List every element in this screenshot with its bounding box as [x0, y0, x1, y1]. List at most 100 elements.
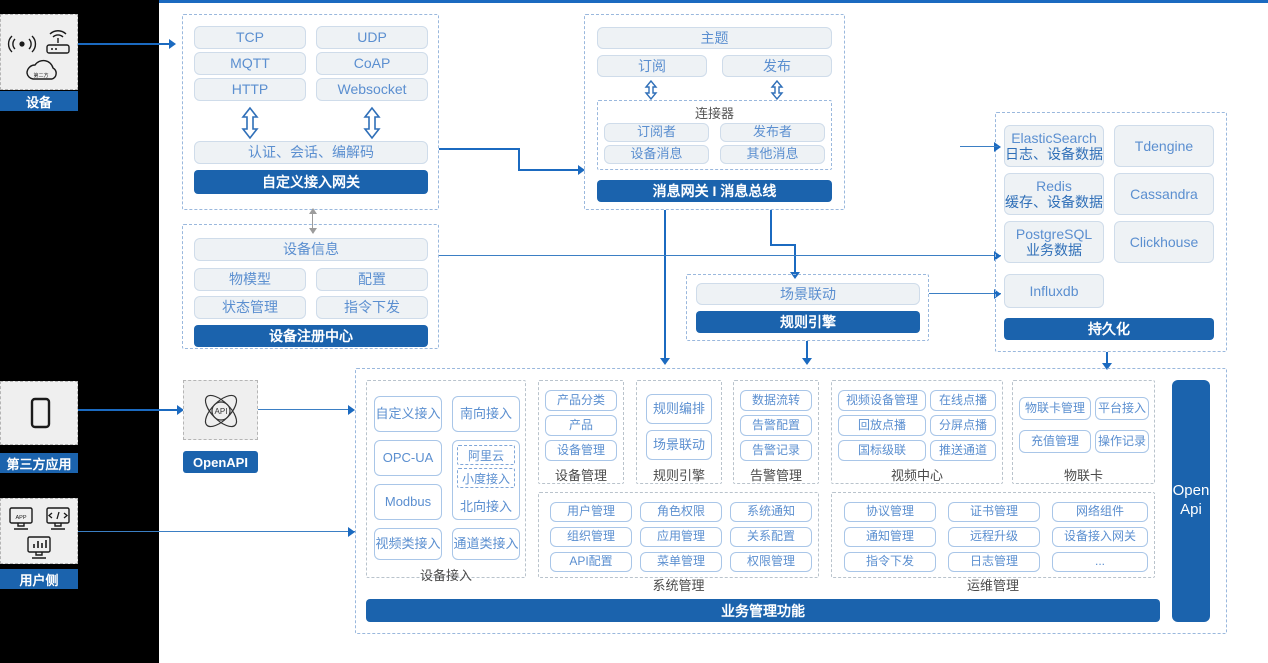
protocol-mqtt[interactable]: MQTT: [194, 52, 306, 75]
bus-subscribe[interactable]: 订阅: [597, 55, 707, 77]
rule-engine-scene[interactable]: 场景联动: [696, 283, 920, 305]
item-operation-record[interactable]: 操作记录: [1095, 430, 1149, 453]
connector-user-to-business: [78, 531, 355, 532]
group-label-device-management: 设备管理: [554, 468, 607, 483]
arrow-openapi-business: [348, 405, 355, 415]
item-custom-access[interactable]: 自定义接入: [374, 396, 442, 432]
item-app-management[interactable]: 应用管理: [640, 527, 722, 547]
arrow-bus-rule: [790, 272, 800, 279]
item-api-config[interactable]: API配置: [550, 552, 632, 572]
bus-topic[interactable]: 主题: [597, 27, 832, 49]
gateway-footer[interactable]: 自定义接入网关: [194, 170, 428, 194]
arrow-persistence-business: [1102, 363, 1112, 370]
business-footer[interactable]: 业务管理功能: [366, 599, 1160, 622]
connector-gateway-bus-h2: [518, 169, 582, 171]
persistence-cassandra[interactable]: Cassandra: [1114, 173, 1214, 215]
item-org-management[interactable]: 组织管理: [550, 527, 632, 547]
item-system-notice[interactable]: 系统通知: [730, 502, 812, 522]
item-relation-config[interactable]: 关系配置: [730, 527, 812, 547]
protocol-http[interactable]: HTTP: [194, 78, 306, 101]
protocol-udp[interactable]: UDP: [316, 26, 428, 49]
persistence-elasticsearch[interactable]: ElasticSearch 日志、设备数据: [1004, 125, 1104, 167]
arrow-registry-persistence: [994, 251, 1001, 261]
item-rule-orchestration[interactable]: 规则编排: [646, 394, 712, 424]
item-user-management[interactable]: 用户管理: [550, 502, 632, 522]
item-recharge-management[interactable]: 充值管理: [1019, 430, 1091, 453]
connector-publisher[interactable]: 发布者: [720, 123, 825, 142]
item-remote-upgrade[interactable]: 远程升级: [948, 527, 1040, 547]
bus-publish[interactable]: 发布: [722, 55, 832, 77]
item-log-management[interactable]: 日志管理: [948, 552, 1040, 572]
item-iot-card-management[interactable]: 物联卡管理: [1019, 397, 1091, 420]
item-protocol-management[interactable]: 协议管理: [844, 502, 936, 522]
item-platform-access[interactable]: 平台接入: [1095, 397, 1149, 420]
registry-thing-model[interactable]: 物模型: [194, 268, 306, 291]
protocol-coap[interactable]: CoAP: [316, 52, 428, 75]
registry-state[interactable]: 状态管理: [194, 296, 306, 319]
connector-device-message[interactable]: 设备消息: [604, 145, 709, 164]
connector-registry-persistence: [439, 255, 1001, 256]
group-label-system-management: 系统管理: [652, 578, 705, 593]
openapi-label[interactable]: OpenAPI: [183, 451, 258, 473]
group-label-ops-management: 运维管理: [966, 578, 1019, 593]
persistence-tdengine[interactable]: Tdengine: [1114, 125, 1214, 167]
persistence-redis-name: Redis: [1036, 177, 1072, 194]
updown-arrow-left: [241, 106, 259, 140]
item-more[interactable]: ...: [1052, 552, 1148, 572]
item-alarm-config[interactable]: 告警配置: [740, 415, 812, 436]
group-system-management: [538, 492, 819, 578]
persistence-redis[interactable]: Redis 缓存、设备数据: [1004, 173, 1104, 215]
item-command-dispatch[interactable]: 指令下发: [844, 552, 936, 572]
message-bus-footer[interactable]: 消息网关 I 消息总线: [597, 180, 832, 202]
item-permission-management[interactable]: 权限管理: [730, 552, 812, 572]
registry-footer[interactable]: 设备注册中心: [194, 325, 428, 347]
item-notice-management[interactable]: 通知管理: [844, 527, 936, 547]
item-video-access[interactable]: 视频类接入: [374, 528, 442, 560]
item-device-access-gateway[interactable]: 设备接入网关: [1052, 527, 1148, 547]
persistence-postgresql[interactable]: PostgreSQL 业务数据: [1004, 221, 1104, 263]
item-alarm-record[interactable]: 告警记录: [740, 440, 812, 461]
rule-engine-footer[interactable]: 规则引擎: [696, 311, 920, 333]
connector-bus-rule-h: [770, 244, 796, 246]
device-label: 设备: [0, 91, 78, 111]
item-gb-cascade[interactable]: 国标级联: [838, 440, 926, 461]
item-opc-ua[interactable]: OPC-UA: [374, 440, 442, 476]
registry-panel: [182, 224, 439, 349]
item-modbus[interactable]: Modbus: [374, 484, 442, 520]
persistence-clickhouse[interactable]: Clickhouse: [1114, 221, 1214, 263]
item-split-screen-vod[interactable]: 分屏点播: [930, 415, 996, 436]
persistence-footer[interactable]: 持久化: [1004, 318, 1214, 340]
item-device-management[interactable]: 设备管理: [545, 440, 617, 461]
item-aliyun[interactable]: 阿里云: [457, 445, 515, 465]
item-xiaodu-access[interactable]: 小度接入: [457, 468, 515, 488]
item-product-category[interactable]: 产品分类: [545, 390, 617, 411]
connector-other-message[interactable]: 其他消息: [720, 145, 825, 164]
updown-arrow-subscribe: [644, 80, 658, 100]
item-data-forwarding[interactable]: 数据流转: [740, 390, 812, 411]
protocol-tcp[interactable]: TCP: [194, 26, 306, 49]
openapi-column[interactable]: Open Api: [1172, 380, 1210, 622]
registry-command[interactable]: 指令下发: [316, 296, 428, 319]
connector-persistence-business: [1106, 352, 1108, 368]
registry-config[interactable]: 配置: [316, 268, 428, 291]
persistence-influxdb[interactable]: Influxdb: [1004, 274, 1104, 308]
item-menu-management[interactable]: 菜单管理: [640, 552, 722, 572]
gateway-middle[interactable]: 认证、会话、编解码: [194, 141, 428, 164]
item-channel-access[interactable]: 通道类接入: [452, 528, 520, 560]
item-certificate-management[interactable]: 证书管理: [948, 502, 1040, 522]
item-video-device-management[interactable]: 视频设备管理: [838, 390, 926, 411]
item-southbound-access[interactable]: 南向接入: [452, 396, 520, 432]
item-scene-linkage[interactable]: 场景联动: [646, 430, 712, 460]
item-playback-vod[interactable]: 回放点播: [838, 415, 926, 436]
item-northbound-access[interactable]: 北向接入: [452, 440, 520, 520]
item-product[interactable]: 产品: [545, 415, 617, 436]
persistence-elasticsearch-sub: 日志、设备数据: [1005, 146, 1103, 162]
connector-subscriber[interactable]: 订阅者: [604, 123, 709, 142]
registry-head[interactable]: 设备信息: [194, 238, 428, 261]
protocol-websocket[interactable]: Websocket: [316, 78, 428, 101]
device-icons: 第二方: [7, 30, 70, 80]
item-push-channel[interactable]: 推送通道: [930, 440, 996, 461]
item-role-permission[interactable]: 角色权限: [640, 502, 722, 522]
item-network-component[interactable]: 网络组件: [1052, 502, 1148, 522]
item-online-vod[interactable]: 在线点播: [930, 390, 996, 411]
